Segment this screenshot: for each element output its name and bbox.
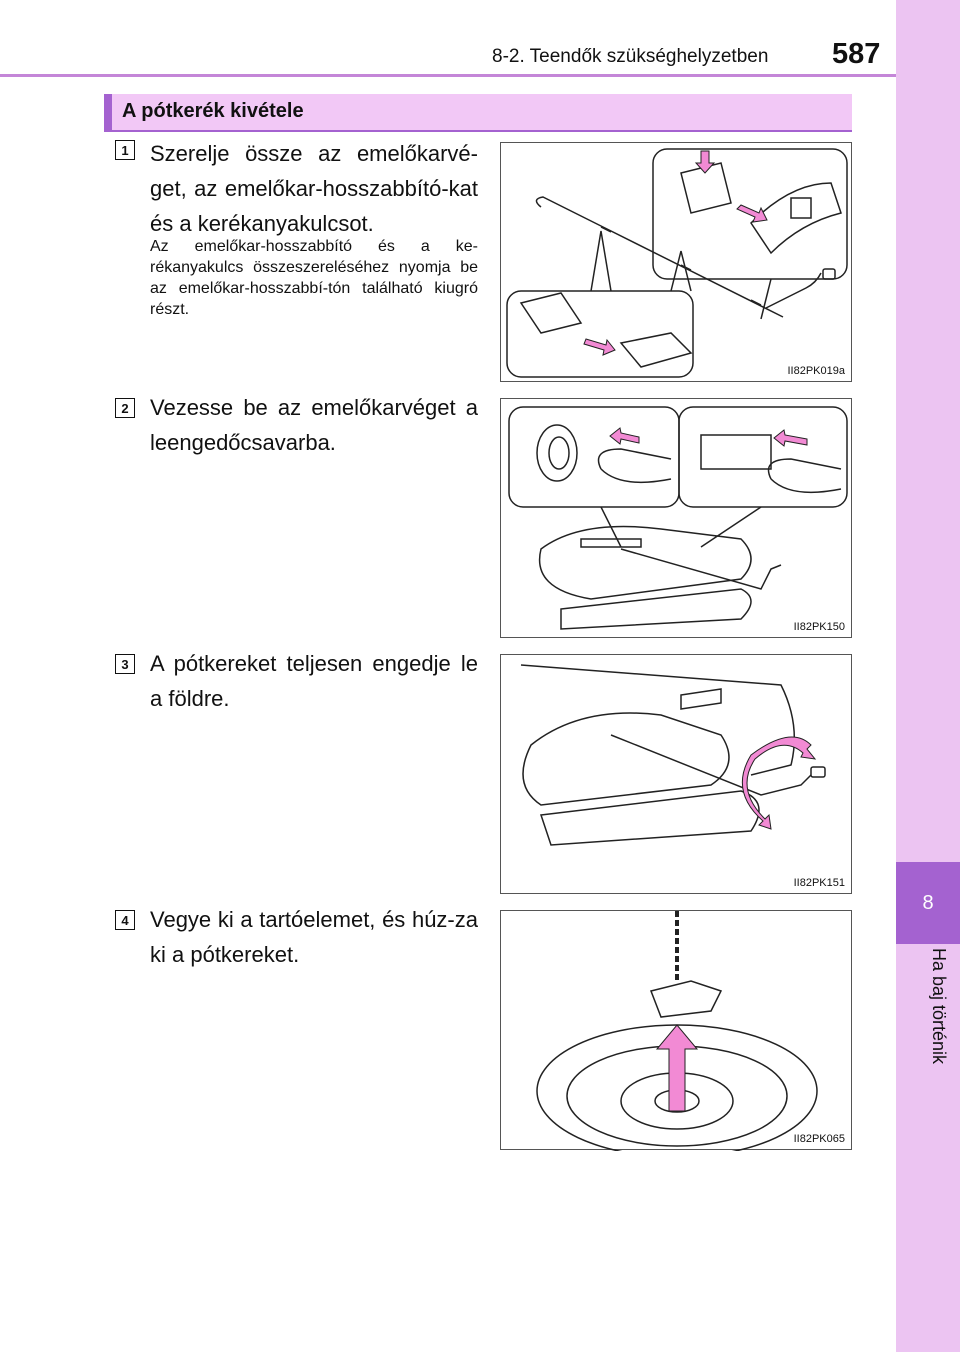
figure-code-2: II82PK150 [793,621,845,633]
figure-code-4: II82PK065 [793,1133,845,1145]
step-text-4: Vegye ki a tartóelemet, és húz-za ki a p… [150,907,478,967]
header-divider [0,74,896,77]
page-number: 587 [832,38,881,70]
step-number-2: 2 [115,398,135,418]
figure-2-jack-insert: II82PK150 [500,398,852,638]
section-title: A pótkerék kivétele [122,100,304,122]
side-tab-chapter-number[interactable]: 8 [896,862,960,944]
figure-3-drawing [520,664,826,846]
figure-4-remove-wheel: II82PK065 [500,910,852,1151]
figure-4-drawing [536,911,818,1151]
side-tab-label-box [896,944,960,1352]
side-tab-chapter-label: Ha baj történik [929,948,949,1065]
figure-1-jack-assembly: II82PK019a [500,142,852,382]
step-number-1: 1 [115,140,135,160]
step-note-1: Az emelőkar-hosszabbító és a ke-rékanyak… [150,238,478,318]
step-number-3: 3 [115,654,135,674]
chapter-title: 8-2. Teendők szükséghelyzetben [492,46,769,67]
section-accent [104,94,112,130]
figure-code-3: II82PK151 [793,877,845,889]
figure-2-drawing [508,406,848,630]
step-number-4: 4 [115,910,135,930]
figure-code-1: II82PK019a [787,365,846,377]
figure-3-lower-wheel: II82PK151 [500,654,852,894]
figure-1-drawing [506,148,848,378]
step-text-2: Vezesse be az emelőkarvéget a leengedőcs… [150,395,478,455]
section-heading: A pótkerék kivétele [104,94,852,130]
step-text-3: A pótkereket teljesen engedje le a földr… [150,651,478,711]
side-tab-top [896,0,960,862]
section-underline [104,130,852,132]
step-text-1: Szerelje össze az emelőkarvé-get, az eme… [150,141,478,236]
